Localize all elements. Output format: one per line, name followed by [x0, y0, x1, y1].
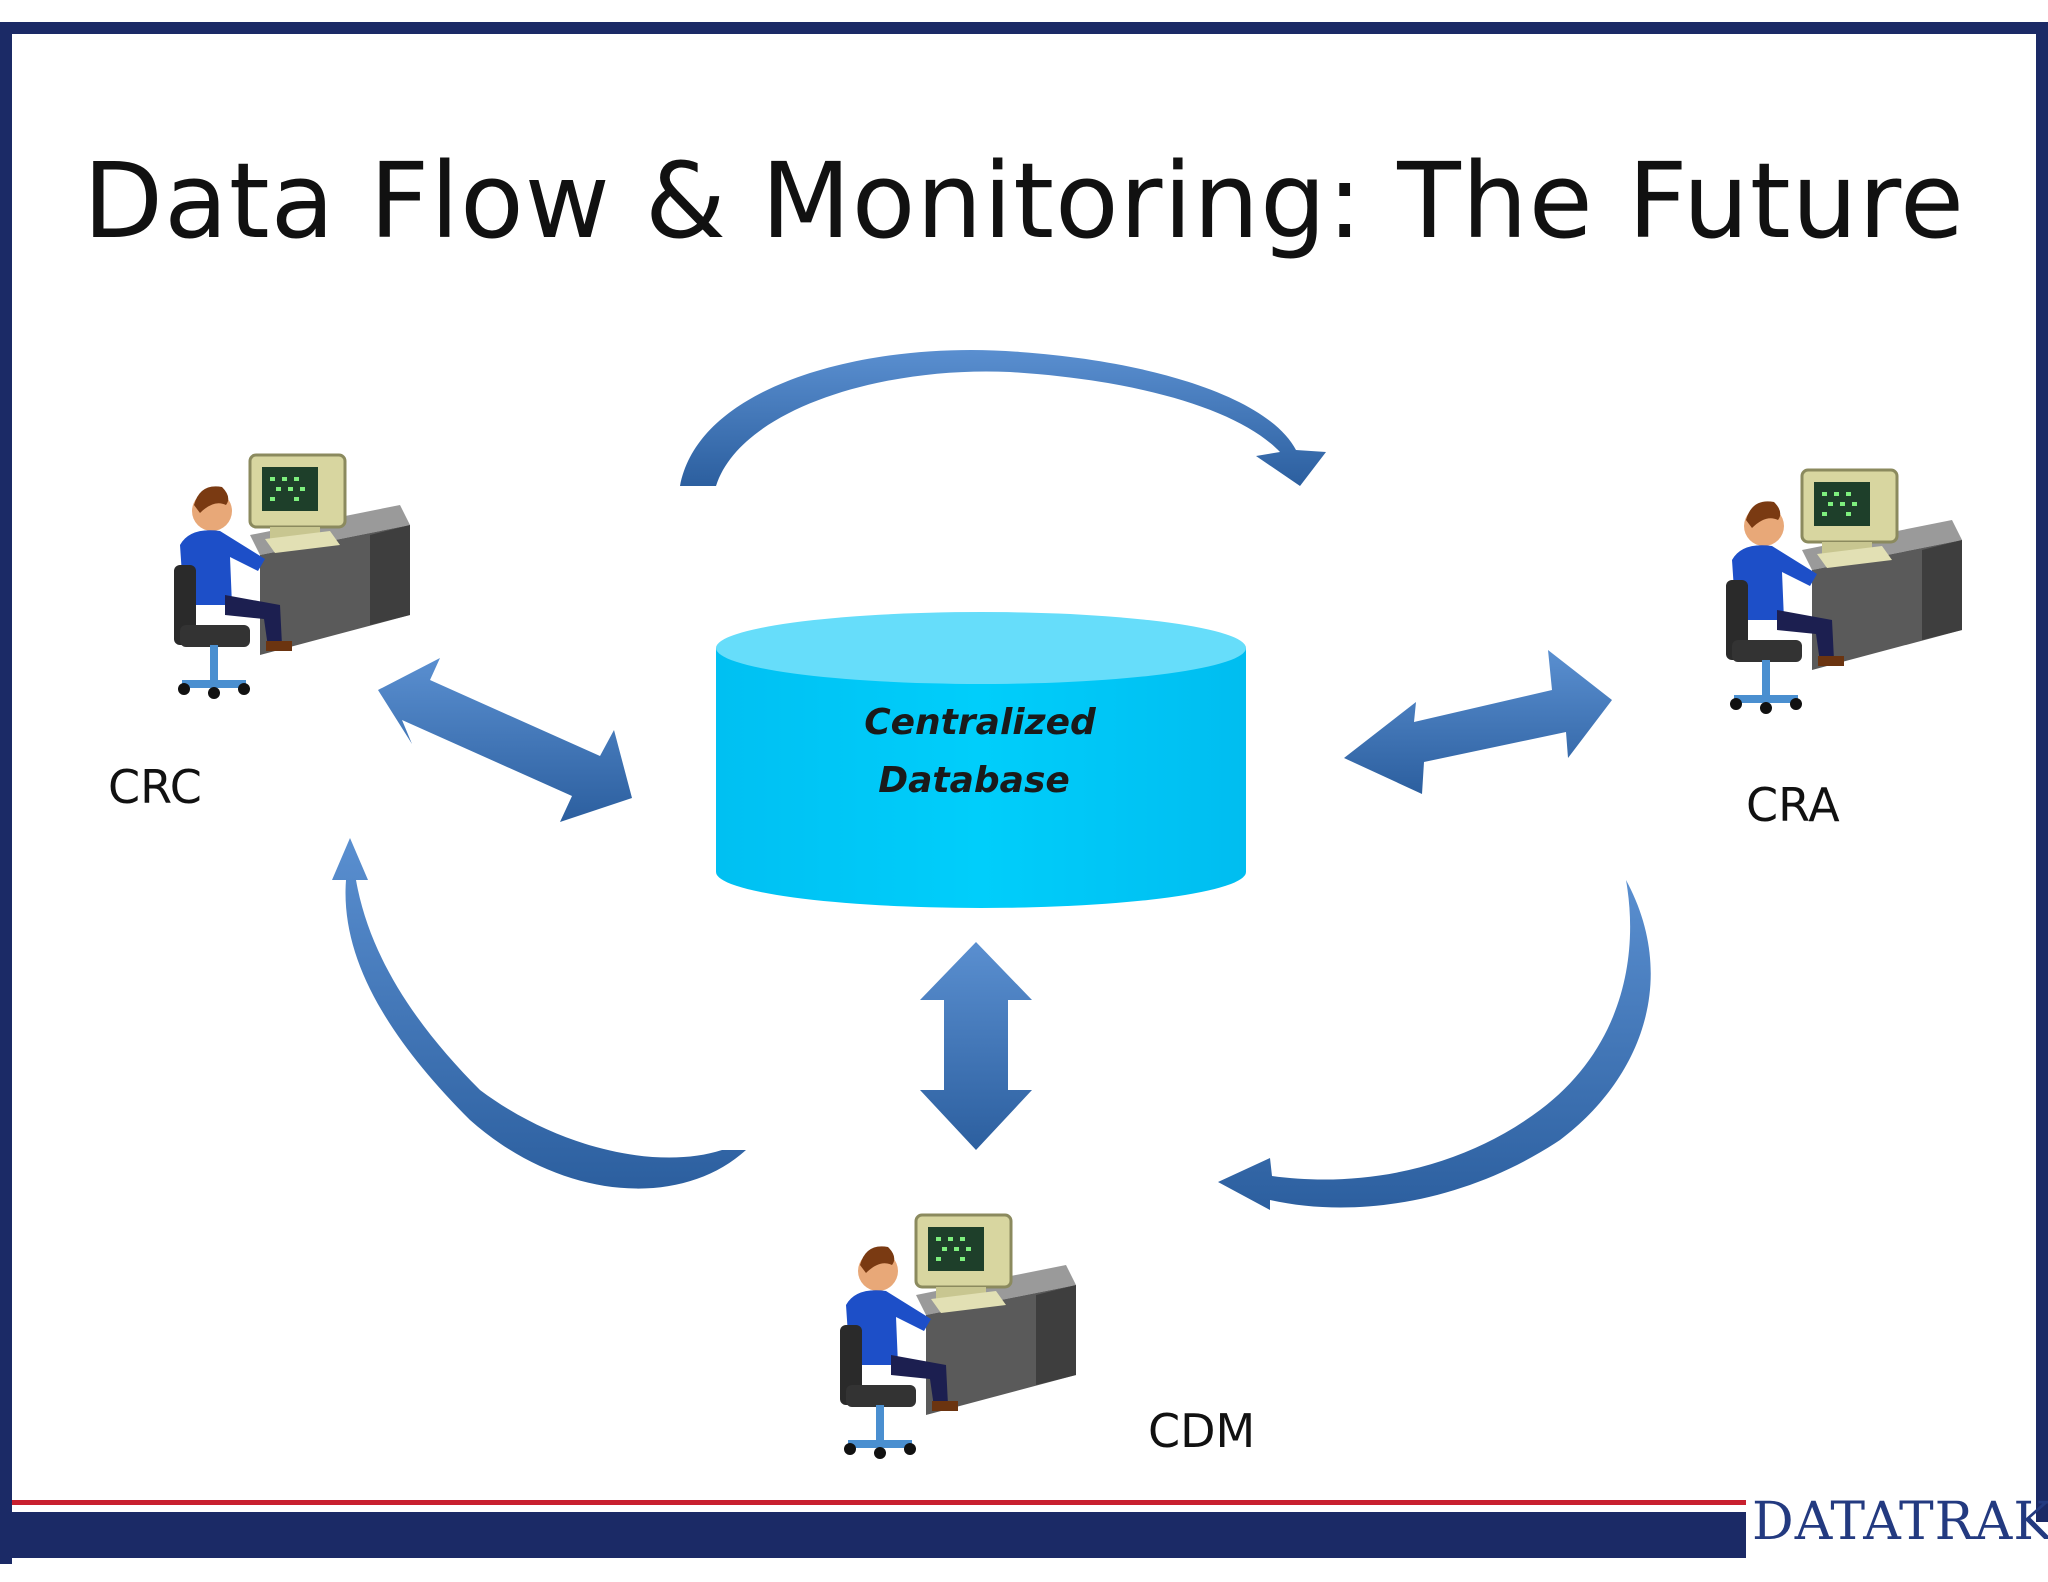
cra-database-double-arrow-icon — [1344, 650, 1612, 794]
database-label-line1: Centralized — [864, 702, 1096, 743]
cra-label: CRA — [1746, 778, 1840, 832]
database-label-line2: Database — [878, 760, 1070, 801]
frame-right-border — [2036, 22, 2048, 1522]
top-curved-arrow-icon — [680, 349, 1326, 486]
cdm-database-double-arrow-icon — [920, 942, 1032, 1150]
crc-database-double-arrow-icon — [378, 658, 632, 822]
slide-title: Data Flow & Monitoring: The Future — [83, 140, 1965, 262]
cdm-workstation-icon — [838, 1213, 1078, 1461]
centralized-database-icon — [716, 612, 1246, 908]
footer-red-line — [12, 1500, 1750, 1505]
logo-box — [1746, 1460, 2036, 1560]
crc-label: CRC — [108, 760, 202, 814]
datatrak-logo-text: DATATRAK — [1752, 1492, 2048, 1552]
crc-workstation-icon — [172, 453, 412, 701]
cra-workstation-icon — [1724, 468, 1964, 716]
cdm-label: CDM — [1148, 1404, 1256, 1458]
right-curved-arrow-icon — [1218, 880, 1651, 1210]
left-curved-arrow-icon — [332, 838, 746, 1189]
footer-bar — [0, 1512, 1748, 1558]
frame-left-border — [0, 22, 12, 1564]
frame-top-border — [0, 22, 2048, 34]
